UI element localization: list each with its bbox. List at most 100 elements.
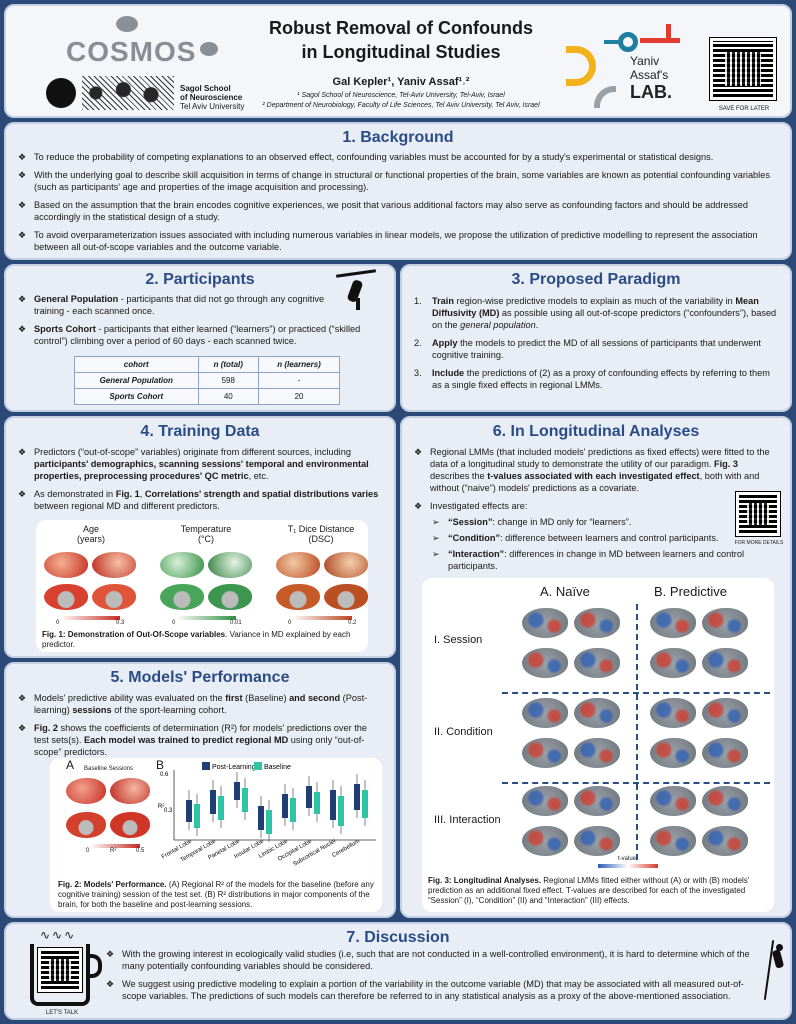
table-cell: General Population xyxy=(74,372,199,389)
affiliation-2: ² Department of Neurobiology, Faculty of… xyxy=(262,102,540,109)
box xyxy=(194,804,200,828)
text-bold: Correlations' strength and spatial distr… xyxy=(144,489,379,499)
ytick-top: 0.6 xyxy=(160,772,169,778)
performance-title: 5. Models' Performance xyxy=(110,669,290,686)
fig1-label-dice: T₁ Dice Distance (DSC) xyxy=(287,524,355,544)
tvalue-brain xyxy=(650,608,696,638)
lab-text: Yaniv Assaf's LAB. xyxy=(630,54,672,102)
text: , both with and without (“naive”) models… xyxy=(430,471,760,493)
teal-line-icon xyxy=(604,40,618,44)
qr-code-details[interactable] xyxy=(735,491,781,537)
item-number: 3. xyxy=(414,368,422,378)
sagol-line2: of Neuroscience xyxy=(180,93,243,102)
text: , xyxy=(139,489,145,499)
text: Models' predictive ability was evaluated… xyxy=(34,693,226,703)
training-title: 4. Training Data xyxy=(140,423,260,440)
brain-temp-lh xyxy=(160,552,204,578)
brain-temp-rh-med xyxy=(208,584,252,610)
paradigm-panel: 3. Proposed Paradigm 1.Train region-wise… xyxy=(400,264,792,412)
climber-icon xyxy=(335,269,377,310)
teal-circle-icon xyxy=(618,32,638,52)
effect-desc: : difference between learners and contro… xyxy=(500,533,719,543)
tvalue-brain xyxy=(702,648,748,678)
tau-logo xyxy=(46,78,76,108)
box xyxy=(218,796,224,820)
coffee-handle-icon xyxy=(88,954,102,978)
poster-title: Robust Removal of Confounds in Longitudi… xyxy=(256,16,546,64)
scale-min-age: 0 xyxy=(56,620,60,626)
caption-text: Regional LMMs fitted either without (A) … xyxy=(428,876,750,905)
scale-max-age: 0.3 xyxy=(116,620,125,626)
tvalue-brain xyxy=(522,738,568,768)
effect-condition: “Condition”: difference between learners… xyxy=(432,532,778,544)
tvalue-colorbar xyxy=(598,864,658,868)
colorbar-dice xyxy=(292,616,352,620)
qr-code-save[interactable] xyxy=(709,37,777,101)
caption-text: . Variance in MD explained by each predi… xyxy=(42,630,351,649)
item-number: 1. xyxy=(414,296,422,306)
column-divider xyxy=(636,604,638,860)
brain-icon xyxy=(116,16,138,32)
tvalue-brain xyxy=(574,698,620,728)
paradigm-item-1: 1.Train region-wise predictive models to… xyxy=(414,295,778,331)
row-label-condition: II. Condition xyxy=(434,726,493,738)
participants-bullet-1: General Population - participants that d… xyxy=(18,293,334,317)
training-bullet-2: As demonstrated in Fig. 1, Correlations'… xyxy=(18,488,382,512)
legend-baseline: Baseline xyxy=(254,762,291,771)
brain-age-lh xyxy=(44,552,88,578)
text-bold: t-values associated with each investigat… xyxy=(487,471,700,481)
panel-a-label: A xyxy=(66,758,75,772)
text-bold: first xyxy=(225,693,243,703)
text: of the sport-learning cohort. xyxy=(111,705,227,715)
lab-line3: LAB. xyxy=(630,82,672,102)
fig1-label-temp: Temperature (°C) xyxy=(180,524,232,544)
effect-desc: : differences in change in MD between le… xyxy=(448,549,745,571)
general-pop-text: - participants that did not go through a… xyxy=(34,294,325,316)
table-cell: Sports Cohort xyxy=(74,388,199,405)
background-bullet-3: Based on the assumption that the brain e… xyxy=(18,199,778,223)
effect-name: “Interaction” xyxy=(448,549,505,559)
text: , etc. xyxy=(248,471,269,481)
figure-1: Age (years) Temperature (°C) T₁ Dice Dis… xyxy=(36,520,368,652)
yellow-arc-icon xyxy=(566,46,596,86)
performance-bullet-1: Models' predictive ability was evaluated… xyxy=(18,692,382,716)
figure-2: A B Baseline Sessions 0 R² 0.5 Post-Lear… xyxy=(50,758,382,912)
title-line2: in Longitudinal Studies xyxy=(301,42,501,62)
title-line1: Robust Removal of Confounds xyxy=(269,18,533,38)
scale-min-dice: 0 xyxy=(288,620,292,626)
scale-max-temp: 0.01 xyxy=(230,620,242,626)
caption-bold: Fig. 3: Longitudinal Analyses. xyxy=(428,876,542,885)
table-cell: 598 xyxy=(197,372,260,389)
baseline-sessions-label: Baseline Sessions xyxy=(84,766,134,772)
table-header: cohort xyxy=(74,356,199,373)
cosmos-wordmark: COSMOS xyxy=(66,36,197,67)
figure-2-caption: Fig. 2: Models' Performance. (A) Regiona… xyxy=(58,880,376,910)
red-t-icon xyxy=(640,38,680,43)
brain-temp-lh-med xyxy=(160,584,204,610)
text: Regional LMMs (that included models' pre… xyxy=(430,447,770,469)
affiliation-1: ¹ Sagol School of Neuroscience, Tel-Aviv… xyxy=(297,92,505,99)
performance-bullet-2: Fig. 2 shows the coefficients of determi… xyxy=(18,722,382,758)
row-divider-2 xyxy=(502,782,770,784)
climber-rope-icon xyxy=(763,940,788,1000)
box xyxy=(314,792,320,814)
red-t-stem-icon xyxy=(666,24,671,42)
tvalue-brain xyxy=(650,698,696,728)
tvalue-brain xyxy=(522,608,568,638)
item-text: the models to predict the MD of all sess… xyxy=(432,338,761,360)
lab-logo: Yaniv Assaf's LAB. xyxy=(566,24,696,114)
colorbar-r2 xyxy=(90,844,140,848)
brain-r2-lh xyxy=(66,778,106,804)
caption-bold: Fig. 1: Demonstration of Out-Of-Scope va… xyxy=(42,630,226,639)
scale-mid-r2: R² xyxy=(110,848,117,854)
box xyxy=(186,800,192,822)
box xyxy=(210,790,216,814)
item-text: as possible using all out-of-scope predi… xyxy=(432,308,777,330)
brain-age-lh-med xyxy=(44,584,88,610)
performance-panel: 5. Models' Performance Models' predictiv… xyxy=(4,662,396,918)
item-bold: Include xyxy=(432,368,465,378)
participants-panel: 2. Participants General Population - par… xyxy=(4,264,396,412)
qr-code-talk[interactable] xyxy=(37,947,83,993)
figure-1-caption: Fig. 1: Demonstration of Out-Of-Scope va… xyxy=(42,630,362,650)
